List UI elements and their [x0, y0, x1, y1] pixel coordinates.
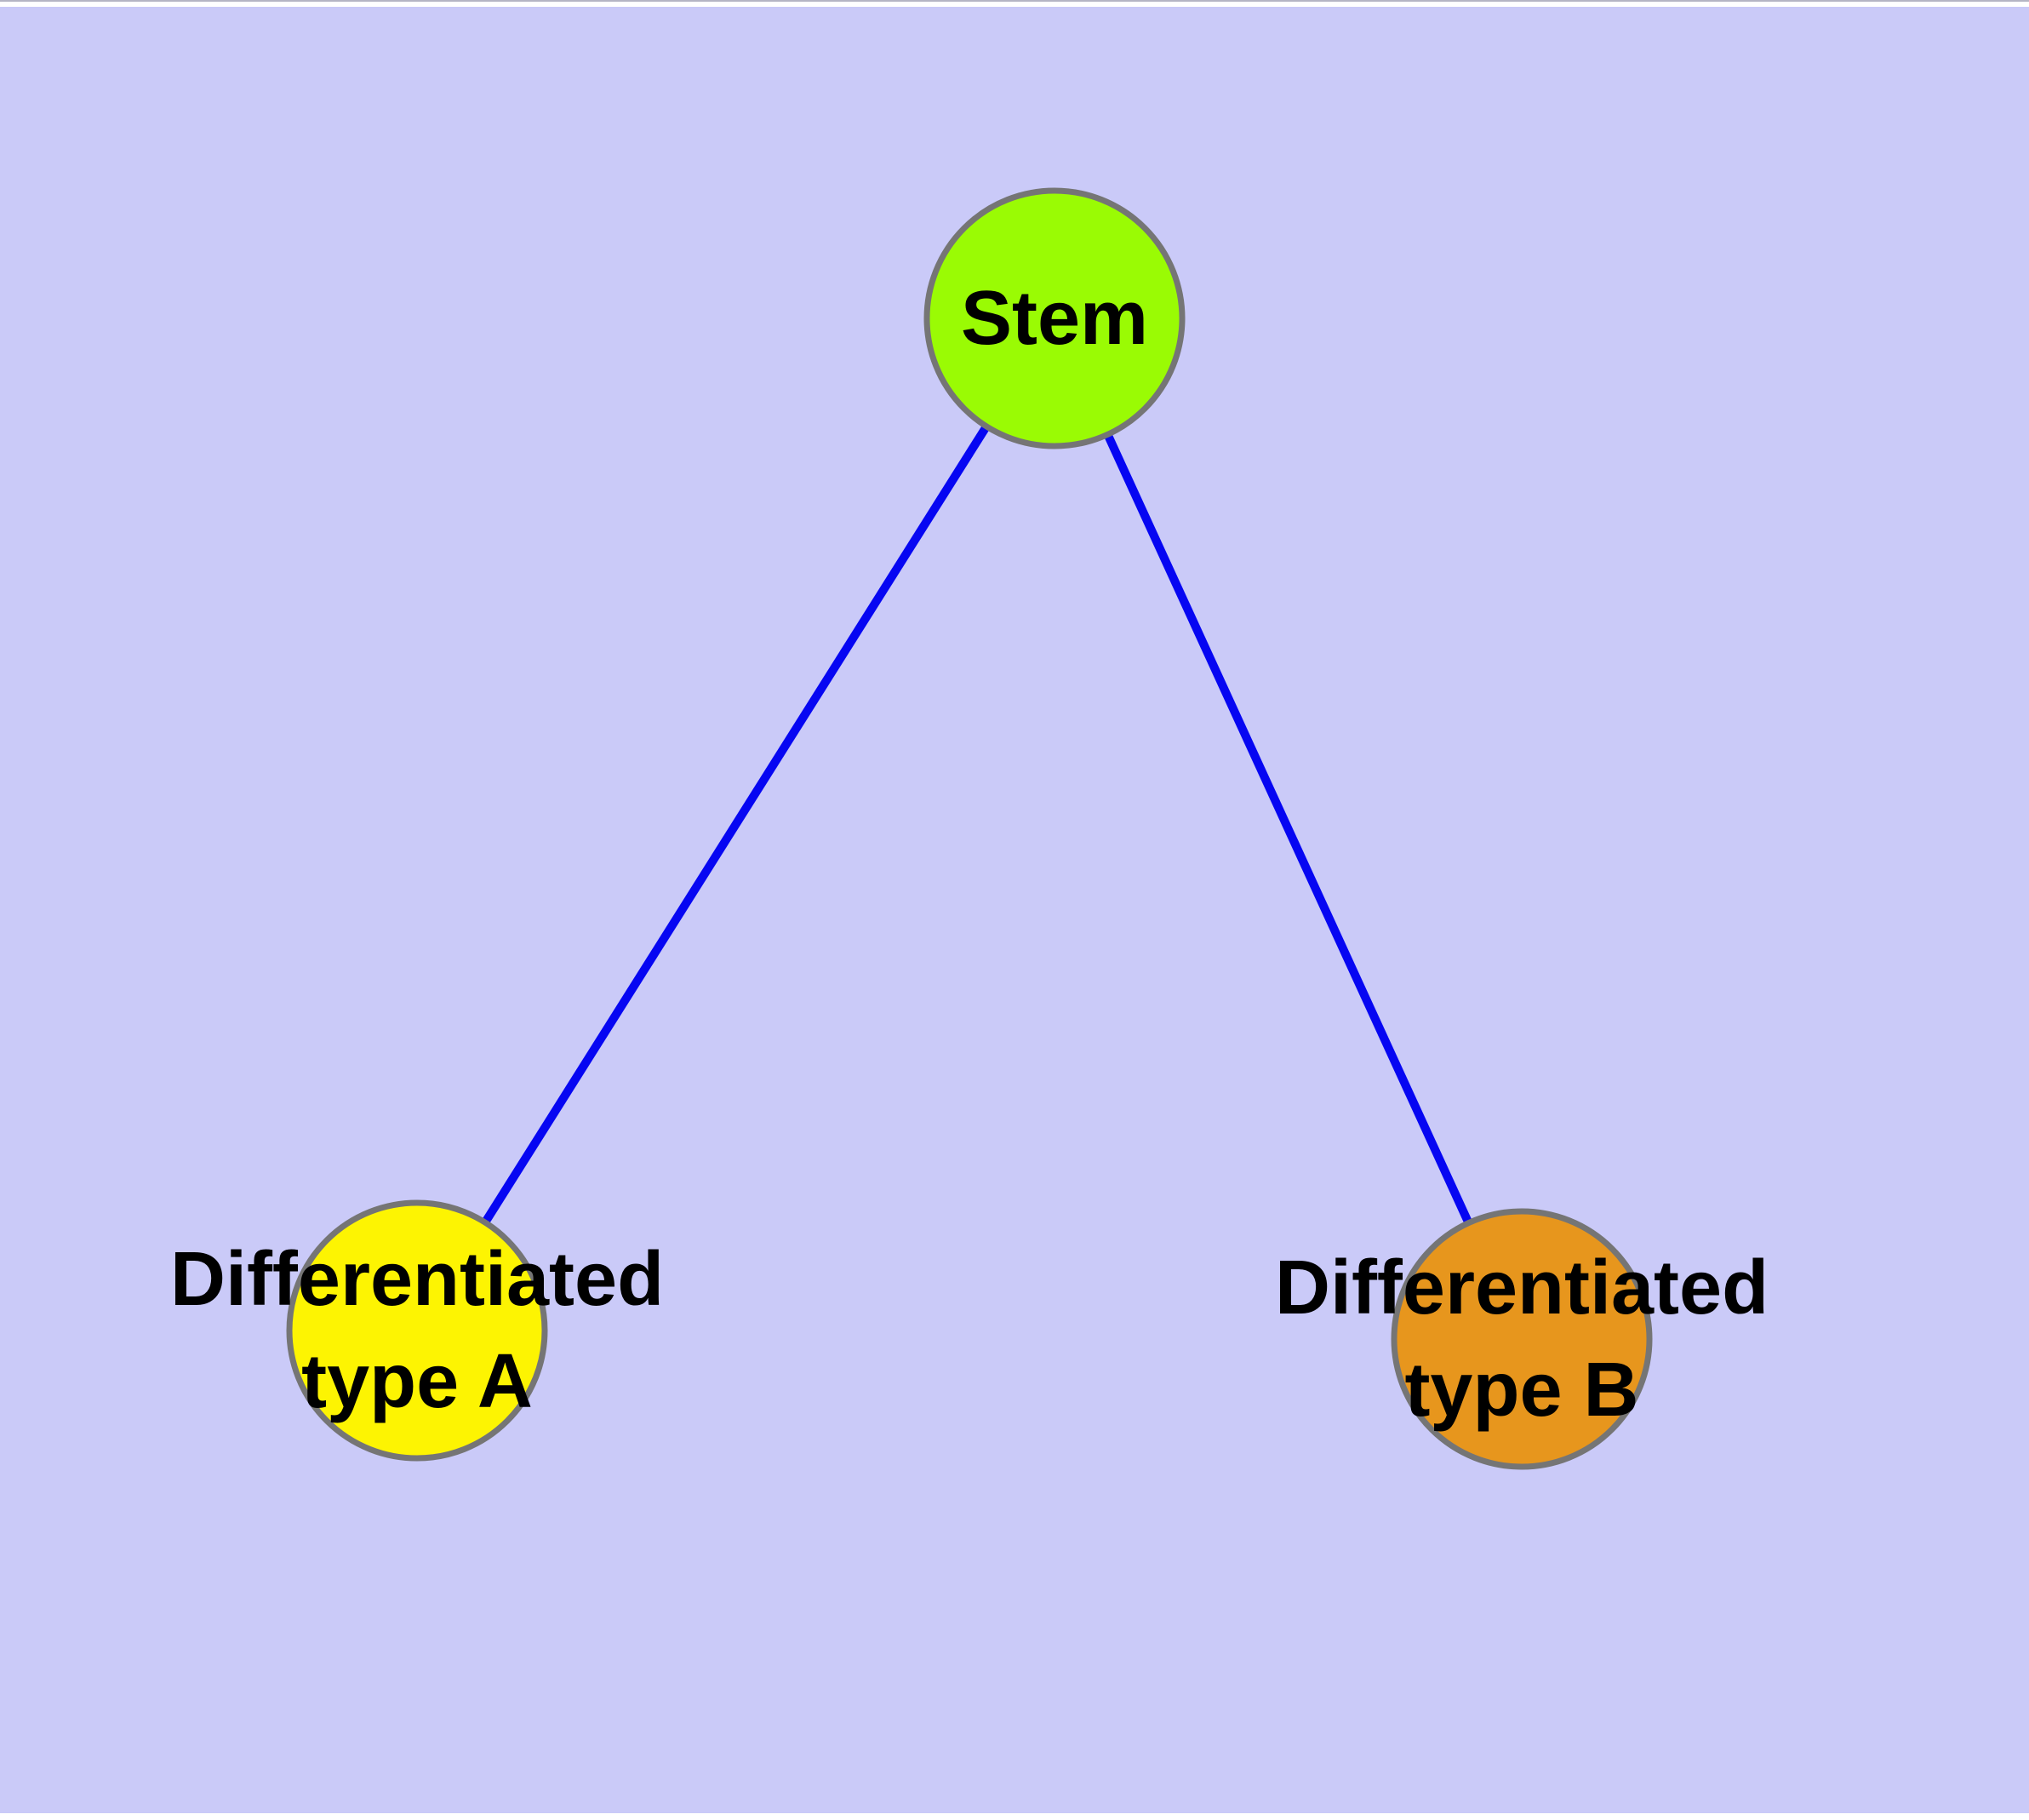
node-type-b-circle[interactable]	[1391, 1208, 1653, 1470]
node-stem-circle[interactable]	[923, 187, 1186, 449]
node-type-a-circle[interactable]	[286, 1199, 548, 1462]
window-bottom-edge	[0, 1813, 2029, 1820]
edge-stem-to-type-a	[413, 316, 1059, 1333]
window-top-edge	[0, 0, 2029, 7]
edge-stem-to-type-b	[1050, 316, 1526, 1342]
